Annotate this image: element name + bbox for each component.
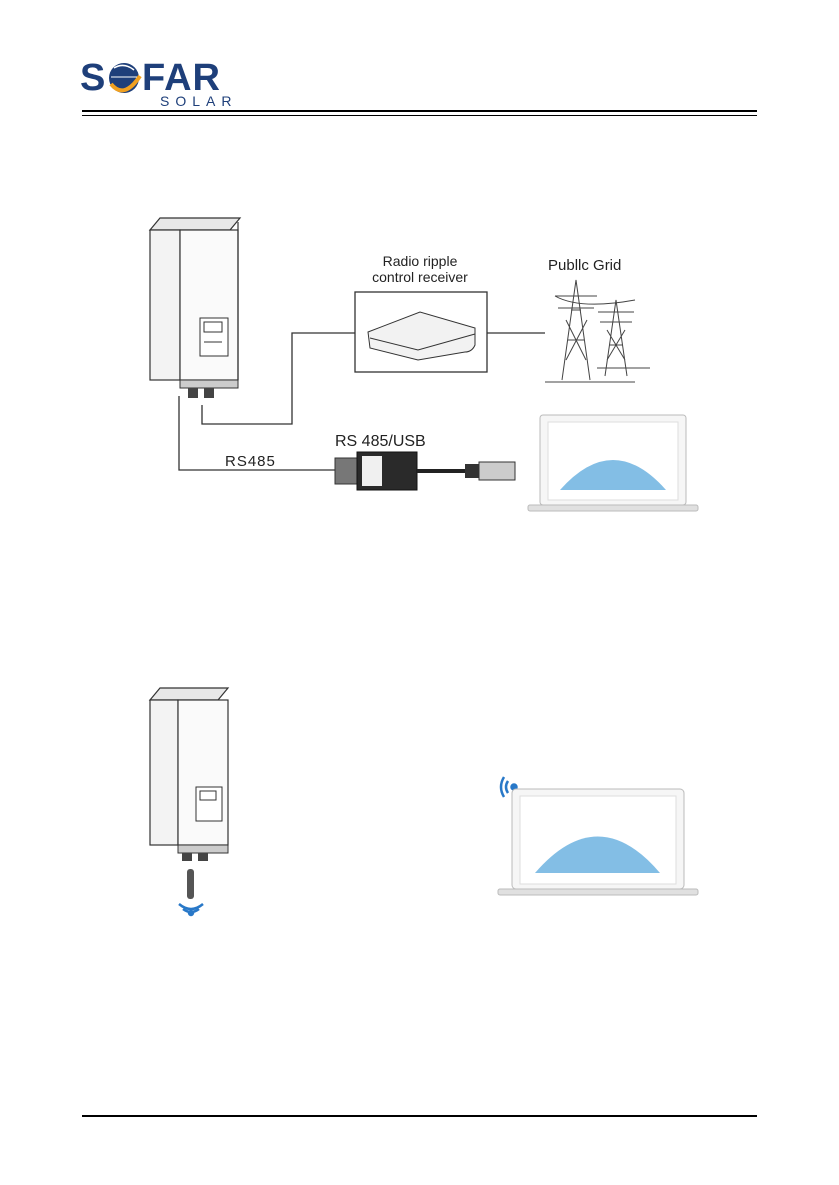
receiver-label-line2: control receiver	[372, 269, 468, 285]
rs485-usb-converter	[335, 452, 515, 490]
receiver-label-line1: Radio ripple	[383, 253, 458, 269]
wifi-connection-diagram	[130, 675, 720, 925]
sofar-solar-logo: S FAR SOLAR	[80, 56, 270, 110]
ripple-control-receiver	[355, 292, 487, 372]
rs485-connection-diagram: Radio ripple control receiver Publlc Gri…	[130, 200, 720, 540]
laptop-monitoring-icon	[528, 415, 698, 511]
wifi-stick	[187, 869, 194, 899]
converter-label: RS 485/USB	[335, 433, 426, 450]
grid-label: Publlc Grid	[548, 257, 621, 274]
wifi-signal-icon	[179, 904, 203, 915]
svg-text:S: S	[80, 57, 106, 99]
inverter	[150, 218, 240, 398]
inverter	[150, 688, 228, 861]
footer-rule	[82, 1115, 757, 1117]
header-rule-thin	[82, 115, 757, 116]
header-rule-thick	[82, 110, 757, 112]
power-pylon-icon	[545, 280, 650, 382]
laptop-monitoring-icon	[498, 789, 698, 895]
rs485-line-label: RS485	[225, 453, 276, 470]
svg-text:SOLAR: SOLAR	[160, 93, 237, 109]
globe-sun-icon	[109, 63, 140, 93]
